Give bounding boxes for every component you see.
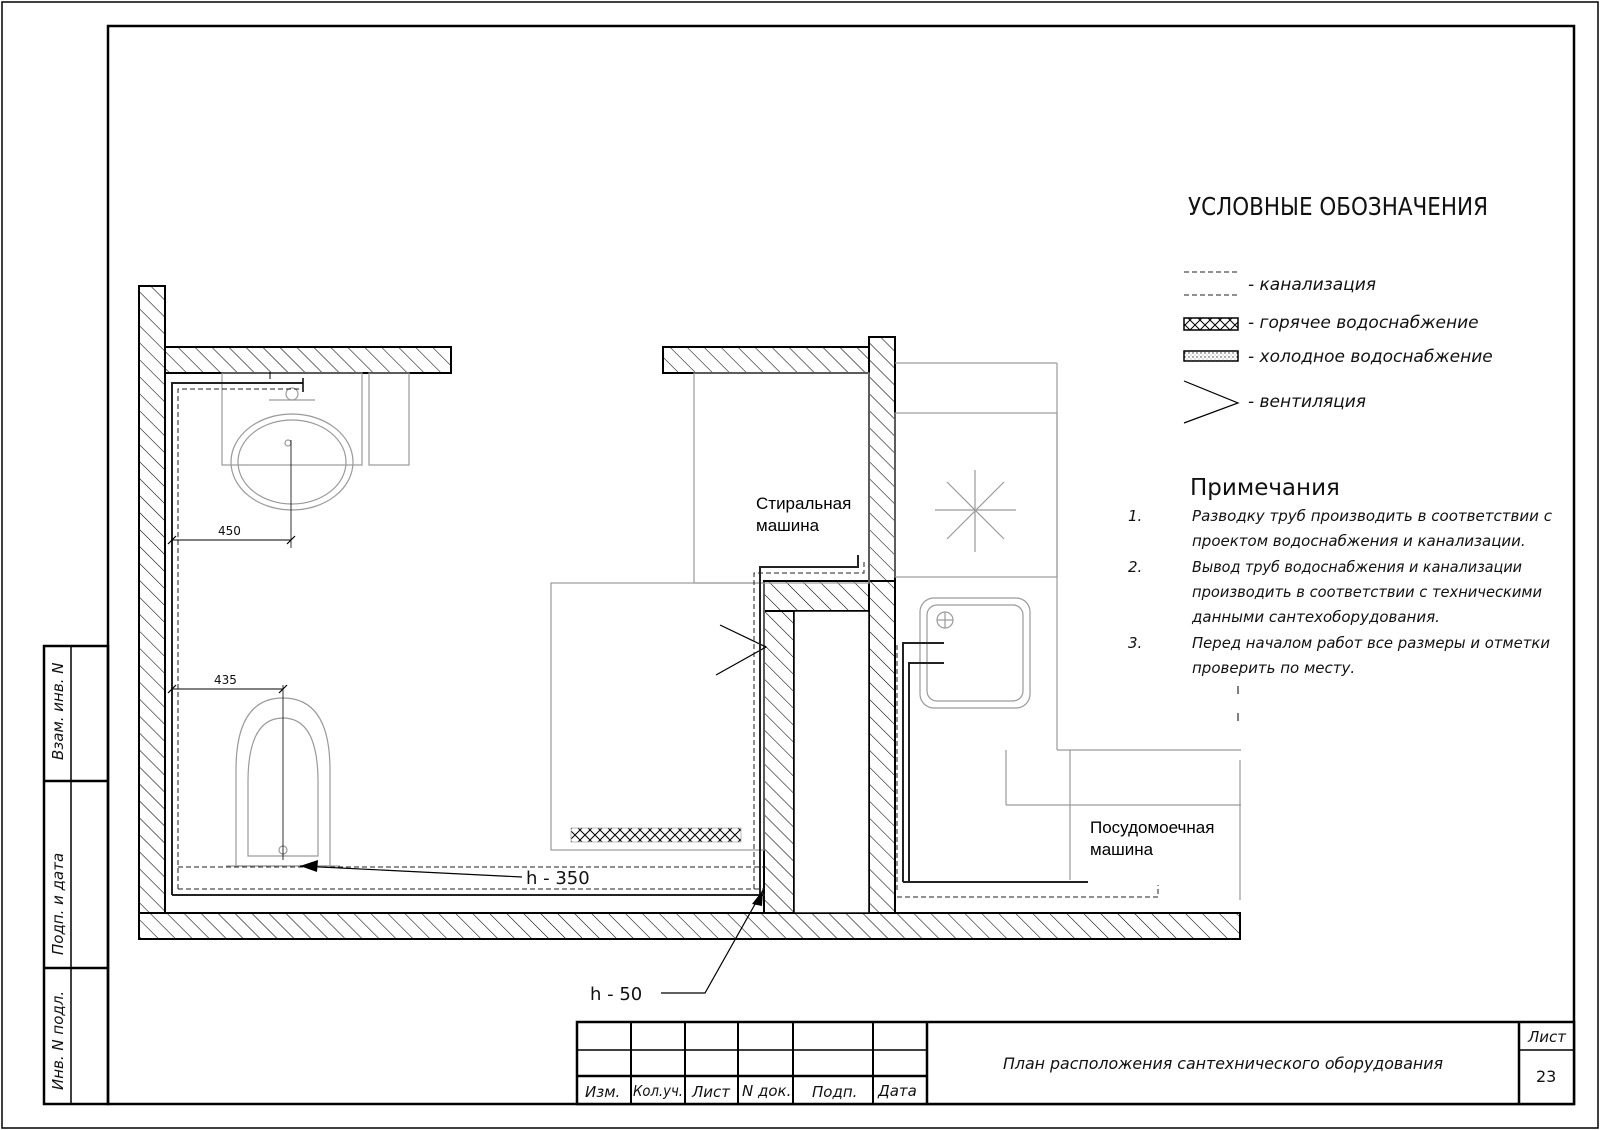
shaft-box <box>793 610 870 914</box>
drawing-title: План расположения сантехнического оборуд… <box>1003 1054 1443 1073</box>
dimension-sink <box>167 440 296 548</box>
dishwasher-label-1: Посудомоечная <box>1090 818 1214 837</box>
dishwasher-label-2: машина <box>1090 840 1154 859</box>
pipe-runs <box>171 372 1159 898</box>
tb-header-sign: Подп. <box>812 1083 857 1101</box>
legend: УСЛОВНЫЕ ОБОЗНАЧЕНИЯ - канализация - гор… <box>1183 192 1493 424</box>
wall-bottom <box>138 912 1241 940</box>
legend-label-sewer: - канализация <box>1248 275 1376 295</box>
tb-header-date: Дата <box>877 1082 917 1100</box>
legend-label-cold-water: - холодное водоснабжение <box>1248 347 1493 367</box>
side-stamp: Взам. инв. N Подп. и дата Инв. N подл. <box>42 644 110 1106</box>
wall-left <box>138 285 166 940</box>
height-leader-50 <box>661 889 764 994</box>
stamp-sign-date: Подп. и дата <box>49 853 67 955</box>
sheet-number: 23 <box>1536 1067 1556 1086</box>
dotted-pipe-icon <box>1183 350 1239 362</box>
washbasin <box>221 372 410 511</box>
wall-partition <box>763 580 870 612</box>
washer-label-2: машина <box>756 516 820 535</box>
ventilation-icon <box>715 624 768 676</box>
note-3-line-1: Перед началом работ все размеры и отметк… <box>1192 634 1550 652</box>
height-label-350: h - 350 <box>526 868 590 889</box>
ventilation-legend-icon <box>1183 380 1240 424</box>
legend-title: УСЛОВНЫЕ ОБОЗНАЧЕНИЯ <box>1188 192 1488 221</box>
legend-backdrop <box>1241 200 1561 940</box>
note-2-line-3: данными сантехоборудования. <box>1191 608 1440 626</box>
notes-title: Примечания <box>1190 475 1340 501</box>
wall-mid-lower <box>868 580 896 914</box>
shower-tray-outline <box>550 582 765 851</box>
dimension-toilet <box>167 684 288 860</box>
wall-mid-upper <box>868 336 896 582</box>
hatched-pipe-icon <box>1183 317 1239 331</box>
wall-top-mid <box>662 346 870 374</box>
wall-top-left <box>164 346 452 374</box>
stamp-inv-original: Инв. N подл. <box>49 991 67 1090</box>
height-label-50: h - 50 <box>590 984 642 1005</box>
washer-outline <box>693 372 870 584</box>
sheet-label: Лист <box>1527 1028 1567 1046</box>
drain-grate <box>570 827 742 843</box>
washer-label-1: Стиральная <box>756 494 851 513</box>
note-3-line-2: проверить по месту. <box>1192 659 1355 677</box>
height-leader-350 <box>299 860 523 878</box>
legend-label-hot-water: - горячее водоснабжение <box>1248 313 1479 333</box>
note-1-number: 1. <box>1128 507 1142 525</box>
note-2-line-2: производить в соответствии с техническим… <box>1192 583 1542 601</box>
tb-header-kol: Кол.уч. <box>633 1082 683 1100</box>
notes: Примечания 1. Разводку труб производить … <box>1128 475 1553 677</box>
title-block: Изм. Кол.уч. Лист N док. Подп. Дата План… <box>575 1020 1576 1106</box>
note-2-line-1: Вывод труб водоснабжения и канализации <box>1192 558 1522 576</box>
note-1-line-1: Разводку труб производить в соответствии… <box>1192 507 1553 525</box>
legend-label-ventilation: - вентиляция <box>1248 392 1366 412</box>
dim-toilet-label: 435 <box>214 673 237 687</box>
dim-sink-label: 450 <box>218 524 241 538</box>
note-3-number: 3. <box>1128 634 1142 652</box>
tb-header-doc: N док. <box>742 1082 791 1100</box>
note-2-number: 2. <box>1128 558 1142 576</box>
kitchen-furniture <box>894 362 1250 900</box>
floor-plan: 450 435 h - 350 h - 50 Стиральная машина… <box>138 285 1250 1005</box>
note-1-line-2: проектом водоснабжения и канализации. <box>1192 532 1526 550</box>
tb-header-izm: Изм. <box>585 1083 620 1101</box>
wall-partition-vertical <box>763 610 795 914</box>
tb-header-list: Лист <box>691 1083 731 1101</box>
stamp-replace-inv: Взам. инв. N <box>49 663 67 760</box>
